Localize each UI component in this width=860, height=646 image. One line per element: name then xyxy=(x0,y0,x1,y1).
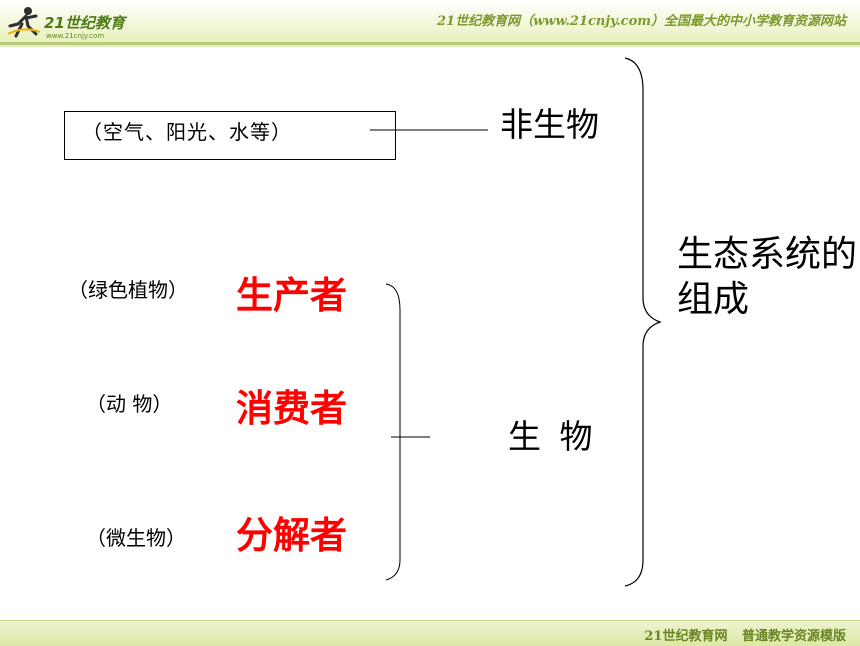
producer-note: （绿色植物） xyxy=(68,278,188,302)
header-bar: 21世纪教育 www.21cnjy.com 21世纪教育网（www.21cnjy… xyxy=(0,0,860,46)
consumer-note: （动 物） xyxy=(86,392,173,416)
producer-label: 生产者 xyxy=(236,274,347,317)
biotic-label: 生 物 xyxy=(508,417,597,456)
header-divider-light xyxy=(0,46,860,47)
footer-bar: 21世纪教育网 普通教学资源模版 xyxy=(0,620,860,646)
consumer-label: 消费者 xyxy=(236,387,347,430)
header-title: 21世纪教育网（www.21cnjy.com）全国最大的中小学教育资源网站 xyxy=(437,14,846,29)
decomposer-label: 分解者 xyxy=(236,514,347,557)
abiotic-note: （空气、阳光、水等） xyxy=(82,120,292,144)
logo-url: www.21cnjy.com xyxy=(46,32,105,40)
site-logo: 21世纪教育 www.21cnjy.com xyxy=(6,2,146,42)
decomposer-note: （微生物） xyxy=(86,526,186,550)
abiotic-label: 非生物 xyxy=(500,105,599,144)
header-divider xyxy=(0,42,860,45)
biotic-left-brace xyxy=(385,283,401,581)
ecosystem-right-brace xyxy=(624,57,662,587)
abiotic-note-box xyxy=(64,111,396,160)
logo-text: 21世纪教育 xyxy=(44,14,125,32)
runner-logo-icon xyxy=(7,7,41,38)
ecosystem-title: 生态系统的组成 xyxy=(677,234,858,320)
footer-text: 21世纪教育网 普通教学资源模版 xyxy=(644,629,846,644)
